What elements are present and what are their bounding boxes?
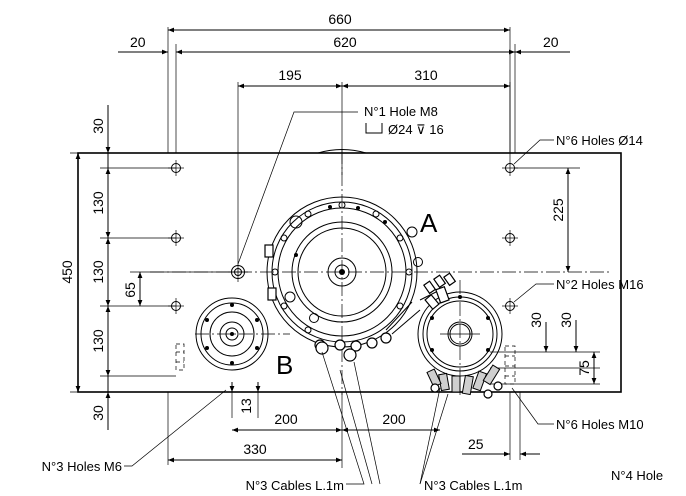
dim-200-a-text: 200 bbox=[274, 411, 298, 427]
dimension-330: 330 bbox=[168, 441, 342, 463]
callout-cables-2: N°3 Cables L.1m bbox=[419, 387, 522, 493]
dim-200-b-text: 200 bbox=[382, 411, 406, 427]
dim-30-right-a-text: 30 bbox=[528, 312, 544, 328]
callout-hole-m8-line1: N°1 Hole M8 bbox=[364, 104, 438, 119]
dimension-65: 65 bbox=[122, 272, 143, 306]
dimension-660: 660 bbox=[168, 11, 510, 33]
dimension-13: 13 bbox=[229, 382, 261, 418]
dim-20-left-text: 20 bbox=[130, 34, 146, 50]
callout-cables-1-text: N°3 Cables L.1m bbox=[246, 478, 344, 493]
callout-holes-m10-text: N°6 Holes M10 bbox=[556, 417, 644, 432]
dimension-200-200: 200 200 bbox=[232, 411, 440, 433]
callout-holes-m6-text: N°3 Holes M6 bbox=[42, 459, 122, 474]
dim-130-a-text: 130 bbox=[90, 191, 106, 215]
dimension-195-310: 195 310 bbox=[238, 67, 510, 89]
counterbore-symbol bbox=[365, 123, 383, 134]
callout-holes-m6: N°3 Holes M6 bbox=[42, 389, 227, 474]
dim-30-top-text: 30 bbox=[90, 118, 106, 134]
cable-bundle-small bbox=[424, 285, 503, 399]
hole-m8 bbox=[228, 262, 248, 282]
label-b: B bbox=[276, 350, 293, 380]
extension-lines bbox=[70, 27, 600, 468]
callout-holes-m16-text: N°2 Holes M16 bbox=[556, 277, 644, 292]
callout-holes-d14-text: N°6 Holes Ø14 bbox=[556, 133, 643, 148]
dim-20-right-text: 20 bbox=[543, 34, 559, 50]
dimension-450: 450 bbox=[59, 153, 81, 392]
dim-25-text: 25 bbox=[468, 436, 484, 452]
callout-hole-m8: N°1 Hole M8 Ø24 ⊽ 16 bbox=[237, 104, 444, 265]
rotary-unit-a bbox=[264, 196, 457, 362]
dim-225-text: 225 bbox=[550, 198, 566, 222]
dim-130-c-text: 130 bbox=[90, 329, 106, 353]
callout-cables-2-text: N°3 Cables L.1m bbox=[424, 478, 522, 493]
dim-65-text: 65 bbox=[122, 282, 138, 298]
callout-holes-d14: N°6 Holes Ø14 bbox=[513, 133, 643, 165]
ring-bolts-a bbox=[271, 201, 423, 334]
label-a: A bbox=[420, 208, 438, 238]
mounting-holes-d14 bbox=[168, 160, 518, 314]
cable-gland-a bbox=[343, 348, 357, 362]
callout-cables-1: N°3 Cables L.1m bbox=[246, 351, 381, 493]
dim-620-text: 620 bbox=[333, 34, 357, 50]
callout-hole-4-text: N°4 Hole bbox=[611, 468, 663, 483]
dimension-left-chain: 30 130 130 130 30 bbox=[90, 105, 111, 430]
callout-holes-m10: N°6 Holes M10 bbox=[511, 387, 644, 432]
callout-holes-m16: N°2 Holes M16 bbox=[513, 277, 644, 303]
dimension-right-30-75: 30 30 75 bbox=[528, 312, 597, 384]
dimension-620: 620 20 20 bbox=[118, 34, 570, 55]
dim-13-text: 13 bbox=[238, 398, 254, 414]
dim-450-text: 450 bbox=[59, 260, 75, 284]
dim-660-text: 660 bbox=[328, 11, 352, 27]
dim-310-text: 310 bbox=[414, 67, 438, 83]
center-lines bbox=[150, 150, 610, 395]
callout-hole-m8-line2: Ø24 ⊽ 16 bbox=[388, 122, 444, 137]
dim-330-text: 330 bbox=[243, 441, 267, 457]
rotary-unit-small bbox=[417, 285, 503, 399]
dim-30-right-b-text: 30 bbox=[558, 312, 574, 328]
rotary-unit-b bbox=[195, 297, 269, 371]
connectors-a bbox=[264, 244, 457, 352]
dim-75-text: 75 bbox=[576, 360, 592, 376]
dim-195-text: 195 bbox=[278, 67, 302, 83]
dimension-225: 225 bbox=[550, 168, 571, 272]
dim-30-bottom-text: 30 bbox=[90, 405, 106, 421]
dimension-25: 25 bbox=[462, 436, 540, 457]
hidden-features bbox=[175, 149, 516, 385]
dim-130-b-text: 130 bbox=[90, 260, 106, 284]
